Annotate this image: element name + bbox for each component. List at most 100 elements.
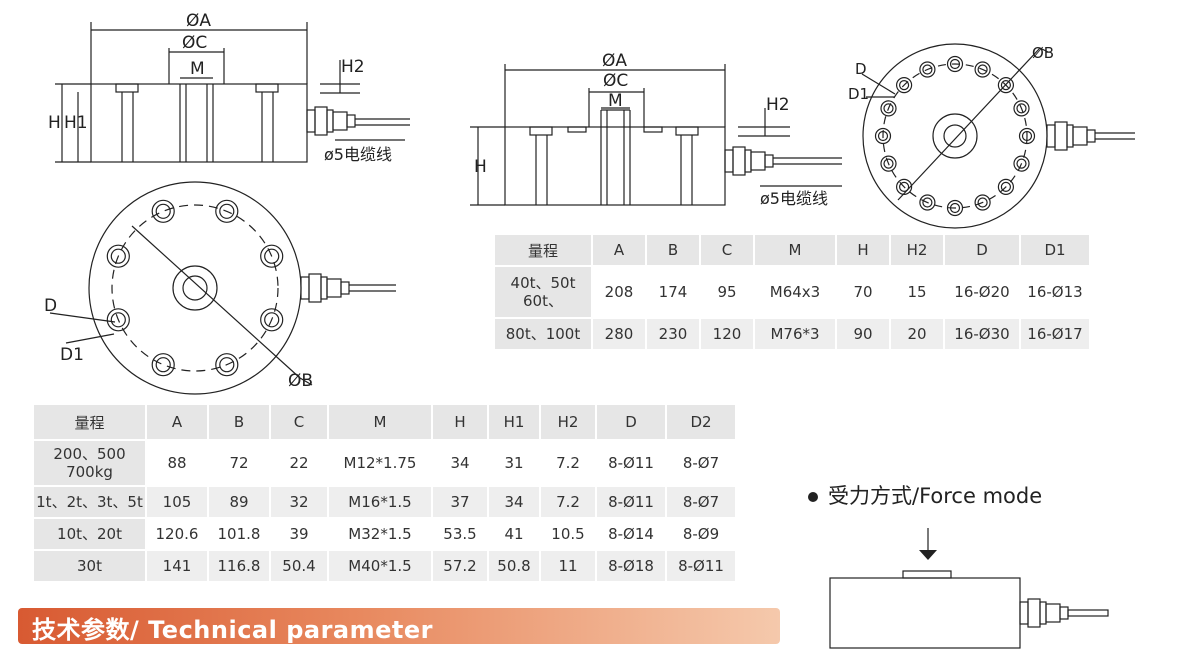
table-cell: 50.4 xyxy=(271,551,327,581)
bolt-hole xyxy=(155,357,171,373)
table-cell: 15 xyxy=(891,267,943,317)
table-cell: M40*1.5 xyxy=(329,551,431,581)
bullet-icon xyxy=(808,492,818,502)
table-cell: M16*1.5 xyxy=(329,487,431,517)
label-small-D: D xyxy=(44,296,57,316)
force-mode-label: 受力方式/Force mode xyxy=(828,484,1043,508)
table-cell: 90 xyxy=(837,319,889,349)
table-header-cell: M xyxy=(755,235,835,265)
bolt-hole xyxy=(1016,158,1027,169)
bolt-hole xyxy=(880,155,897,172)
table-cell: 8-Ø11 xyxy=(597,487,665,517)
table-cell: 89 xyxy=(209,487,269,517)
table-cell: 280 xyxy=(593,319,645,349)
bolt-hole xyxy=(110,312,126,328)
table-cell: 174 xyxy=(647,267,699,317)
small-top-view xyxy=(49,181,396,395)
table-cell: 8-Ø14 xyxy=(597,519,665,549)
table-header-cell: H2 xyxy=(541,405,595,439)
bolt-hole xyxy=(155,203,171,219)
bolt-hole xyxy=(919,61,936,78)
label-small-H: H xyxy=(48,113,61,133)
bolt-hole xyxy=(219,357,235,373)
table-header-cell: H xyxy=(433,405,487,439)
table-header-cell: B xyxy=(209,405,269,439)
label-small-B: ØB xyxy=(288,371,313,391)
table-cell: 8-Ø9 xyxy=(667,519,735,549)
bolt-hole xyxy=(1018,127,1036,145)
table-cell: 101.8 xyxy=(209,519,269,549)
bolt-hole xyxy=(974,61,991,78)
bolt-hole xyxy=(895,76,913,94)
force-arrow-icon xyxy=(919,550,937,560)
table-header-cell: H2 xyxy=(891,235,943,265)
table-header-cell: D2 xyxy=(667,405,735,439)
table-cell: 70 xyxy=(837,267,889,317)
table-header-cell: D1 xyxy=(1021,235,1089,265)
table-cell: 8-Ø11 xyxy=(597,441,665,485)
label-large-B: ØB xyxy=(1032,44,1054,62)
bolt-hole xyxy=(946,199,964,217)
table-cell: M76*3 xyxy=(755,319,835,349)
table-range-cell: 80t、100t xyxy=(495,319,591,349)
table-cell: 11 xyxy=(541,551,595,581)
bolt-hole xyxy=(1021,130,1033,142)
bolt-hole xyxy=(260,244,284,268)
table-cell: 16-Ø30 xyxy=(945,319,1019,349)
bolt-hole xyxy=(997,178,1015,195)
table-range-cell: 30t xyxy=(34,551,145,581)
large-top-view xyxy=(861,43,1135,229)
bolt-hole xyxy=(264,312,280,328)
label-large-H2: H2 xyxy=(766,95,790,115)
bolt-hole xyxy=(922,197,933,208)
table-cell: 120.6 xyxy=(147,519,207,549)
label-small-H1: H1 xyxy=(64,113,88,133)
table-cell: 230 xyxy=(647,319,699,349)
table-cell: 31 xyxy=(489,441,539,485)
bolt-hole xyxy=(106,308,130,332)
table-cell: M12*1.75 xyxy=(329,441,431,485)
table-header-cell: D xyxy=(597,405,665,439)
table-cell: 7.2 xyxy=(541,441,595,485)
bolt-hole xyxy=(106,244,130,268)
bolt-hole xyxy=(260,308,284,332)
bolt-hole xyxy=(946,55,964,73)
label-large-cable: ø5电缆线 xyxy=(760,189,828,208)
bolt-hole xyxy=(922,64,933,75)
bolt-hole xyxy=(1016,103,1027,114)
bolt-hole xyxy=(110,248,126,264)
table-cell: 116.8 xyxy=(209,551,269,581)
bolt-hole xyxy=(1013,100,1030,117)
table-cell: 37 xyxy=(433,487,487,517)
bolt-hole xyxy=(898,79,910,91)
large-side-view xyxy=(470,64,842,206)
table-header-cell: D xyxy=(945,235,1019,265)
table-cell: 50.8 xyxy=(489,551,539,581)
label-large-D1: D1 xyxy=(848,85,869,103)
force-mode-drawing xyxy=(829,528,1109,649)
bolt-hole xyxy=(949,202,961,214)
bolt-hole xyxy=(895,178,913,195)
force-mode-heading: 受力方式/Force mode xyxy=(808,480,1042,510)
table-cell: 32 xyxy=(271,487,327,517)
large-bolt-holes xyxy=(874,55,1036,217)
table-header-cell: H xyxy=(837,235,889,265)
section-banner: 技术参数/ Technical parameter xyxy=(18,608,780,644)
bolt-hole xyxy=(883,158,894,169)
table-cell: M32*1.5 xyxy=(329,519,431,549)
table-header-cell: H1 xyxy=(489,405,539,439)
small-side-view xyxy=(55,22,410,163)
bolt-hole xyxy=(219,203,235,219)
bolt-hole xyxy=(1000,181,1012,192)
table-cell: 8-Ø7 xyxy=(667,487,735,517)
table-cell: 22 xyxy=(271,441,327,485)
table-header-cell: B xyxy=(647,235,699,265)
bolt-hole xyxy=(997,76,1015,94)
